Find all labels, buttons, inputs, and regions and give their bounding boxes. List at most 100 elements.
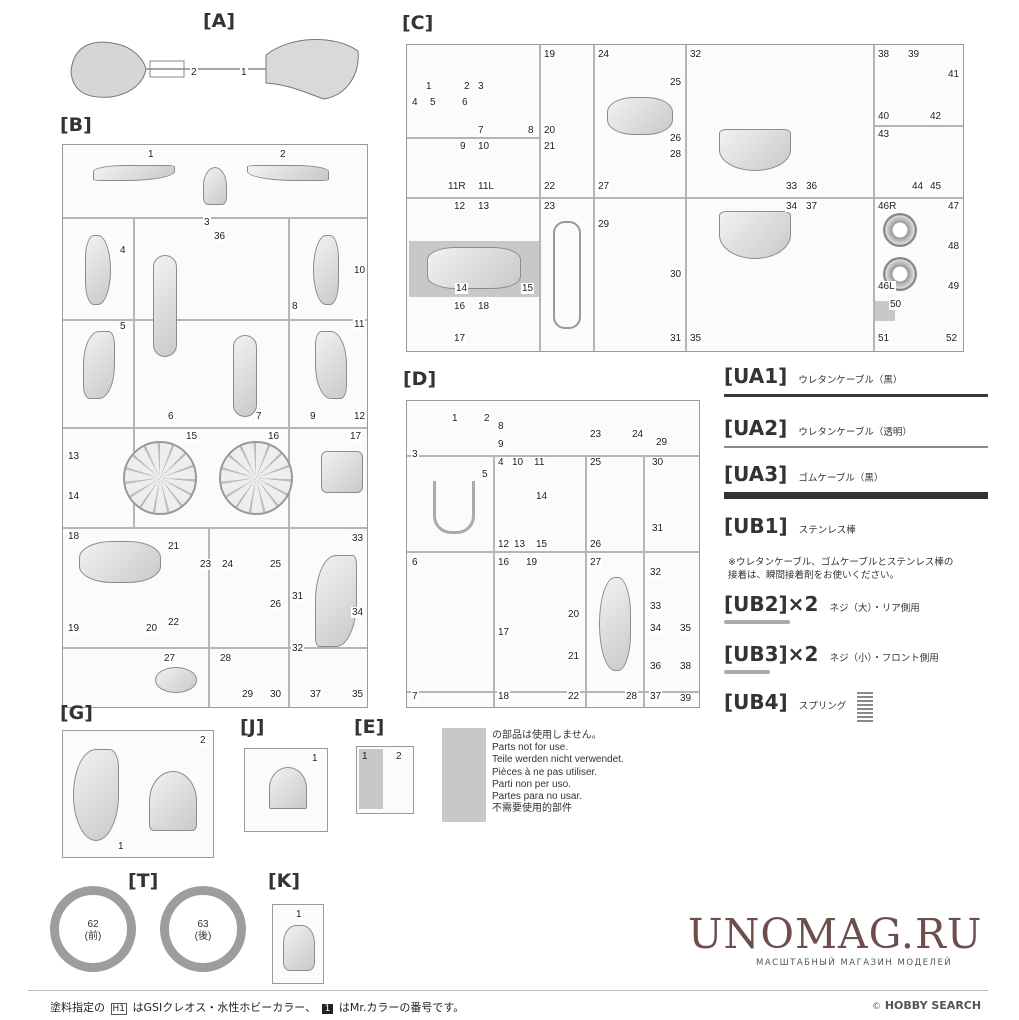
part-number: 47 xyxy=(947,201,961,212)
part-number: 36 xyxy=(213,231,227,242)
part-number: 31 xyxy=(669,333,683,344)
part-number: 9 xyxy=(497,439,505,450)
part-number: 1 xyxy=(147,149,155,160)
screw-tag: [UB2]×2 xyxy=(724,592,819,616)
part-number: 29 xyxy=(241,689,255,700)
sprue-b-cell xyxy=(63,319,367,321)
part-shape xyxy=(607,97,673,135)
screw-ub3: [UB3]×2 ネジ（小）・フロント側用 xyxy=(724,642,988,674)
part-number: 35 xyxy=(351,689,365,700)
legend-line: Partes para no usar. xyxy=(492,791,583,803)
tire-number: 62 xyxy=(87,919,99,930)
part-number: 36 xyxy=(805,181,819,192)
part-number: 41 xyxy=(947,69,961,80)
tire-front: 62 (前) xyxy=(50,886,136,972)
cable-tag: [UA1] xyxy=(724,364,788,388)
part-number: 23 xyxy=(199,559,213,570)
cable-desc: ウレタンケーブル（透明） xyxy=(798,427,912,438)
part-number: 5 xyxy=(481,469,489,480)
part-number: 20 xyxy=(543,125,557,136)
cable-line xyxy=(724,446,988,448)
part-number: 23 xyxy=(543,201,557,212)
part-number: 4 xyxy=(497,457,505,468)
part-number: 48 xyxy=(947,241,961,252)
part-shape xyxy=(427,247,521,289)
part-number: 17 xyxy=(453,333,467,344)
part-shape xyxy=(321,451,363,493)
legend-line: Parti non per uso. xyxy=(492,778,571,790)
section-j-label: [J] xyxy=(240,716,265,738)
sprue-c: 1 2 3 19 24 25 32 38 39 41 4 5 6 7 8 20 … xyxy=(406,44,964,352)
section-e-label: [E] xyxy=(354,716,385,738)
part-number: 35 xyxy=(689,333,703,344)
part-number: 26 xyxy=(669,133,683,144)
tire-label: 63 (後) xyxy=(169,919,237,943)
part-number: 25 xyxy=(589,457,603,468)
part-number: 24 xyxy=(631,429,645,440)
paint-note-text: はMr.カラーの番号です。 xyxy=(338,1001,465,1014)
paint-note-text: はGSIクレオス・水性ホビーカラー、 xyxy=(132,1001,317,1014)
part-shape xyxy=(233,335,257,417)
part-shape xyxy=(79,541,161,583)
part-number: 11 xyxy=(533,457,546,468)
sprue-d-cell xyxy=(643,455,645,707)
part-shape xyxy=(315,331,347,399)
part-number: 31 xyxy=(291,591,305,602)
part-shape xyxy=(247,165,329,181)
part-number: 28 xyxy=(625,691,639,702)
part-number: 37 xyxy=(805,201,819,212)
part-shape xyxy=(149,771,197,831)
sprue-g: 2 1 xyxy=(62,730,214,858)
screw-shape xyxy=(724,670,770,674)
part-number: 5 xyxy=(429,97,437,108)
part-number: 44 xyxy=(911,181,925,192)
sprue-d-cell xyxy=(585,455,587,707)
cable-line xyxy=(724,394,988,397)
sprue-b-cell xyxy=(208,527,210,707)
part-number: 24 xyxy=(221,559,235,570)
sprue-b: 1 2 3 4 36 10 5 11 8 6 7 9 12 13 15 16 1… xyxy=(62,144,368,708)
part-number: 29 xyxy=(655,437,669,448)
screw-desc: スプリング xyxy=(798,701,847,712)
part-shape xyxy=(85,235,111,305)
part-number: 31 xyxy=(651,523,665,534)
part-number: 37 xyxy=(309,689,323,700)
part-number: 21 xyxy=(567,651,581,662)
part-shape xyxy=(283,925,315,971)
paint-note-text: 塗料指定の xyxy=(50,1001,105,1014)
section-g-label: [G] xyxy=(60,702,93,724)
part-shape xyxy=(83,331,115,399)
part-number: 1 xyxy=(295,909,303,920)
part-number: 16 xyxy=(497,557,511,568)
hobby-search-logo: © HOBBY SEARCH xyxy=(872,999,981,1012)
cable-note-line: 接着は、瞬間接着剤をお使いください。 xyxy=(728,570,900,581)
part-number: 28 xyxy=(219,653,233,664)
paint-code-box: 1 xyxy=(321,1004,334,1014)
legend-line: 不需要使用的部件 xyxy=(492,803,572,815)
part-number: 6 xyxy=(411,557,419,568)
part-number: 14 xyxy=(455,283,469,294)
part-number: 2 xyxy=(279,149,287,160)
screw-ub4: [UB4] スプリング xyxy=(724,690,988,724)
sprue-c-cell xyxy=(539,45,541,351)
tire-number: 63 xyxy=(197,919,209,930)
part-number: 7 xyxy=(477,125,485,136)
cable-note-line: ※ウレタンケーブル、ゴムケーブルとステンレス棒の xyxy=(728,557,954,568)
part-number: 8 xyxy=(291,301,299,312)
part-number: 11L xyxy=(477,181,495,192)
tire-label: 62 (前) xyxy=(59,919,127,943)
part-number: 29 xyxy=(597,219,611,230)
part-number: 12 xyxy=(453,201,467,212)
part-number: 6 xyxy=(461,97,469,108)
part-number: 1 xyxy=(425,81,433,92)
part-number: 46R xyxy=(877,201,898,212)
part-number: 34 xyxy=(351,607,365,618)
part-number: 18 xyxy=(477,301,491,312)
part-number: 24 xyxy=(597,49,611,60)
part-number: 16 xyxy=(267,431,281,442)
part-number: 7 xyxy=(411,691,419,702)
part-number: 9 xyxy=(459,141,467,152)
part-number: 2 xyxy=(190,67,198,78)
section-d-label: [D] xyxy=(403,368,437,390)
screw-tag: [UB3]×2 xyxy=(724,642,819,666)
